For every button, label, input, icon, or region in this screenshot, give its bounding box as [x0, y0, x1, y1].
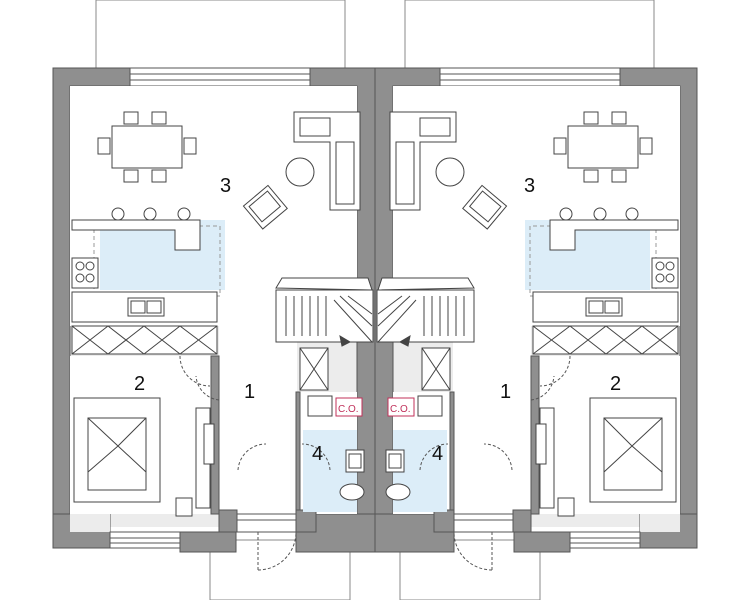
right-unit	[374, 0, 698, 600]
room-number-hall-right: 1	[500, 381, 511, 403]
co-label-left: C.O.	[338, 404, 359, 415]
room-number-bath-right: 4	[432, 443, 443, 465]
room-number-living-right: 3	[524, 175, 535, 197]
room-number-hall-left: 1	[244, 381, 255, 403]
co-label-right: C.O.	[390, 404, 411, 415]
room-number-living-left: 3	[220, 175, 231, 197]
room-number-bath-left: 4	[312, 443, 323, 465]
room-number-bedroom-right: 2	[610, 373, 621, 395]
room-number-bedroom-left: 2	[134, 373, 145, 395]
left-unit	[52, 0, 376, 600]
